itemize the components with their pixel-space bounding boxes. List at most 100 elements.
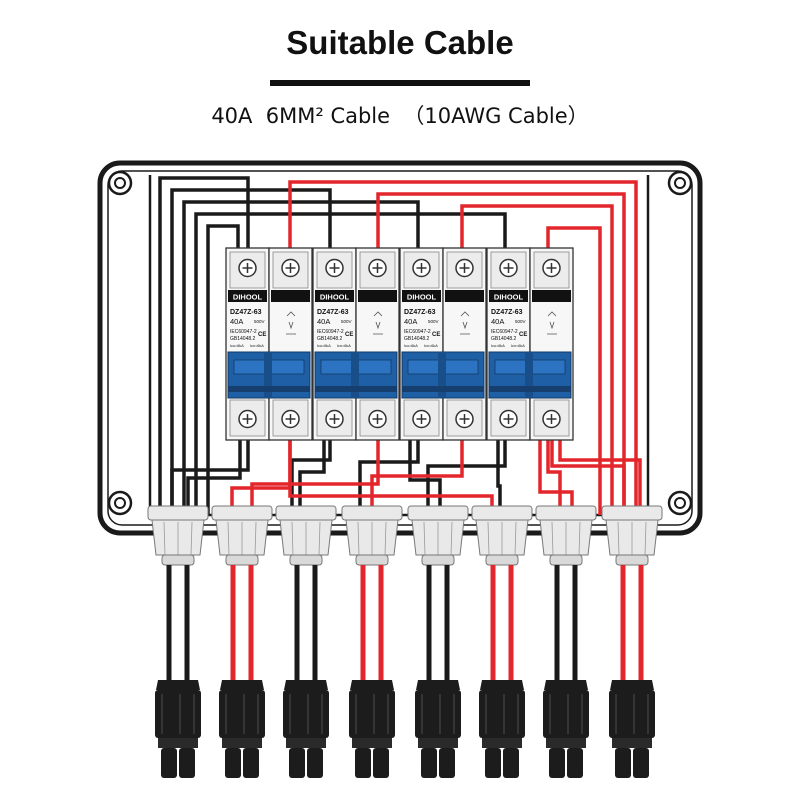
spec-2-label: Icn=6kA [337,344,351,348]
terminal-screw-icon [325,409,344,429]
standard-2-label: GB14048.2 [404,336,430,342]
gland-seal [355,554,389,566]
mc4-connector-right [433,680,461,778]
brand-strip [315,290,354,302]
standard-1-label: IEC60947-2 [317,329,344,335]
handle-bridge [351,352,359,398]
spec-1-label: Icu=6kA [230,344,244,348]
cable-glands [147,505,663,566]
cable-pair-3 [283,565,329,778]
connector-tip [289,748,305,778]
gland-ribs [487,521,517,556]
negative-wire-top-5 [206,224,240,515]
blank-strip [271,290,310,302]
gland-seal [421,554,455,566]
terminal-screw-icon [238,258,257,278]
spec-2-label: Icn=6kA [424,344,438,348]
negative-wire-bottom-5 [186,438,242,515]
wiring-symbol-icon [286,311,296,335]
connector-body [301,690,329,738]
cable-pair-8 [609,565,655,778]
mc4-connector-right [627,680,655,778]
ce-mark-icon: CE [432,332,440,338]
rating-label: 40A [404,317,417,326]
blank-strip [358,290,397,302]
connector-tip [373,748,389,778]
rating-label: 40A [317,317,330,326]
connector-tip [225,748,241,778]
mc4-connector-right [301,680,329,778]
standard-1-label: IEC60947-2 [404,329,431,335]
cable-pair-7 [543,565,589,778]
connector-collar [630,738,652,748]
cable-gland-2 [211,505,273,566]
spec-2-label: Icn=6kA [511,344,525,348]
gland-ribs [551,521,581,556]
connector-nut [498,680,524,690]
brand-label: DIHOOL [233,293,263,302]
standard-2-label: GB14048.2 [491,336,517,342]
terminal-block-bottom [359,399,396,437]
spec-1-label: Icu=6kA [491,344,505,348]
cable-pair-6 [479,565,525,778]
gland-ribs [357,521,387,556]
cable-pair-2 [219,565,265,778]
negative-wire-bottom-6 [298,438,326,515]
gland-seal [161,554,195,566]
connector-nut [238,680,264,690]
model-label: DZ47Z-63 [230,309,262,316]
voltage-label: 500V [341,319,352,324]
rating-label: 40A [230,317,243,326]
connector-body [497,690,525,738]
connector-tip [503,748,519,778]
connector-nut [368,680,394,690]
connector-collar [500,738,522,748]
spec-2-label: Icn=6kA [250,344,264,348]
handle-bridge [264,352,272,398]
mc4-connector-right [173,680,201,778]
terminal-screw-icon [368,409,387,429]
brand-label: DIHOOL [407,293,437,302]
negative-wire-top-3 [182,200,420,515]
voltage-label: 500V [515,319,526,324]
terminal-screw-icon [238,409,257,429]
connector-collar [240,738,262,748]
cable-gland-7 [535,505,597,566]
connector-body [173,690,201,738]
connector-nut [562,680,588,690]
terminal-screw-icon [499,409,518,429]
ce-mark-icon: CE [258,332,266,338]
connector-tip [161,748,177,778]
ce-mark-icon: CE [519,332,527,338]
gland-nut [601,505,663,521]
connector-collar [176,738,198,748]
brand-strip [402,290,441,302]
cable-gland-6 [471,505,533,566]
spec-1-label: Icu=6kA [317,344,331,348]
standard-2-label: GB14048.2 [230,336,256,342]
mc4-connector-right [367,680,395,778]
connector-collar [564,738,586,748]
negative-wire-bottom-1 [170,438,250,515]
negative-wire-bottom-4 [426,438,507,515]
blank-strip [445,290,484,302]
connector-collar [482,738,504,748]
brand-label: DIHOOL [320,293,350,302]
positive-wire-bottom-7 [558,438,642,515]
connector-collar [286,738,308,748]
gland-ribs [617,521,647,556]
mounting-hole-bottom-left [107,490,133,516]
negative-wire-top-2 [170,188,332,515]
connector-collar [436,738,458,748]
terminal-screw-icon [455,409,474,429]
cable-gland-3 [275,505,337,566]
brand-strip [489,290,528,302]
handle-shadow [489,386,571,392]
model-label: DZ47Z-63 [404,309,436,316]
gland-ribs [291,521,321,556]
connector-nut [174,680,200,690]
blank-strip [532,290,571,302]
gland-seal [225,554,259,566]
spec-1-label: Icu=6kA [404,344,418,348]
